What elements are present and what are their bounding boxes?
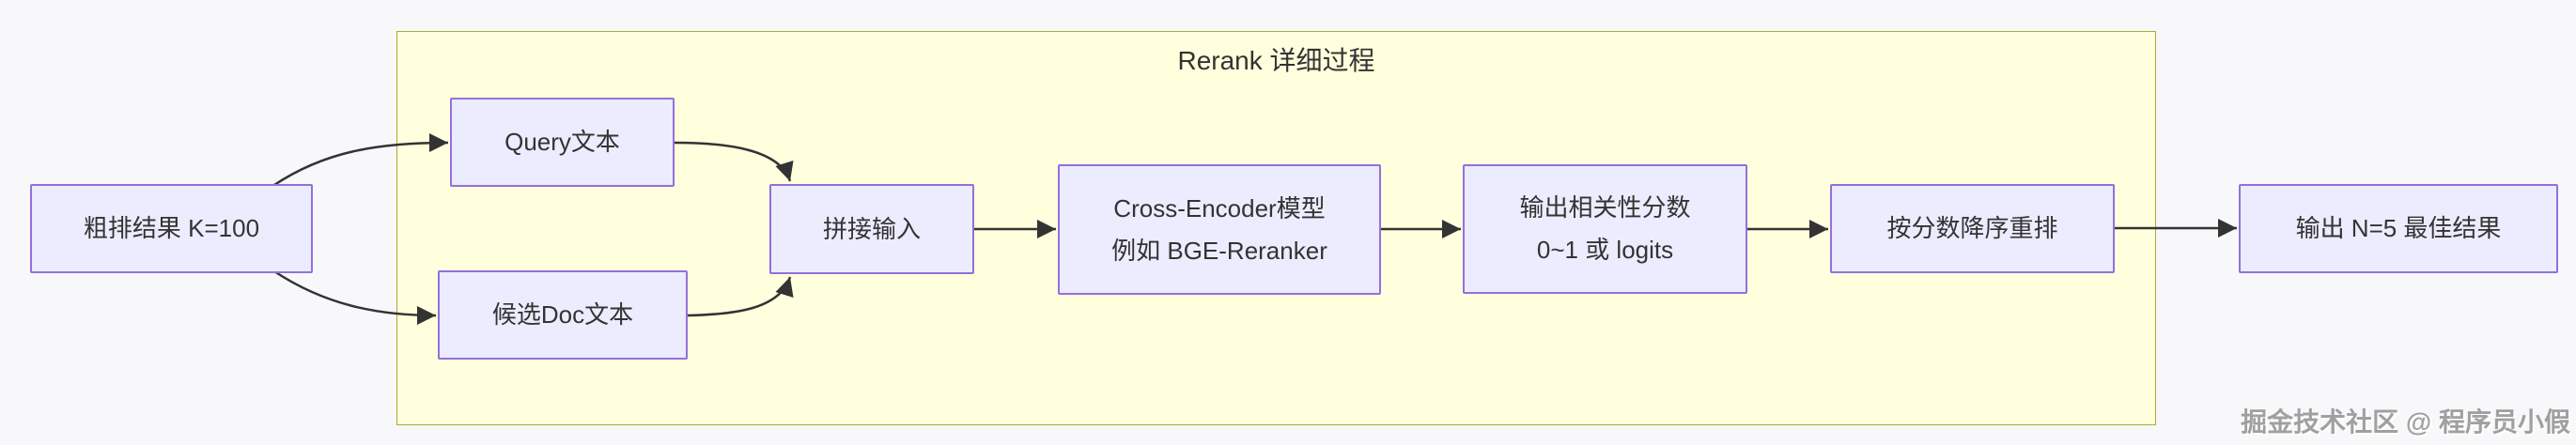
node-coarse-result: 粗排结果 K=100	[30, 184, 313, 273]
node-concat-input: 拼接输入	[769, 184, 974, 274]
node-sort-descending: 按分数降序重排	[1830, 184, 2115, 273]
node-label-line1: Cross-Encoder模型	[1113, 193, 1326, 222]
node-label-line1: 输出相关性分数	[1519, 193, 1691, 222]
node-label-line2: 0~1 或 logits	[1536, 236, 1674, 264]
node-query-text: Query文本	[450, 98, 675, 187]
node-label: 候选Doc文本	[491, 300, 634, 330]
node-cross-encoder-model: Cross-Encoder模型 例如 BGE-Reranker	[1058, 164, 1381, 295]
node-label: 拼接输入	[822, 214, 921, 243]
cluster-title: Rerank 详细过程	[1177, 46, 1375, 75]
node-label-line2: 例如 BGE-Reranker	[1111, 236, 1327, 265]
node-label: 按分数降序重排	[1886, 214, 2058, 243]
node-final-output: 输出 N=5 最佳结果	[2239, 184, 2558, 273]
node-candidate-doc-text: 候选Doc文本	[438, 270, 688, 360]
node-relevance-score: 输出相关性分数 0~1 或 logits	[1463, 164, 1747, 294]
node-label: 粗排结果 K=100	[83, 214, 260, 243]
node-label: Query文本	[504, 128, 620, 157]
watermark: 掘金技术社区 @ 程序员小假	[2241, 407, 2570, 437]
node-label: 输出 N=5 最佳结果	[2295, 214, 2502, 243]
